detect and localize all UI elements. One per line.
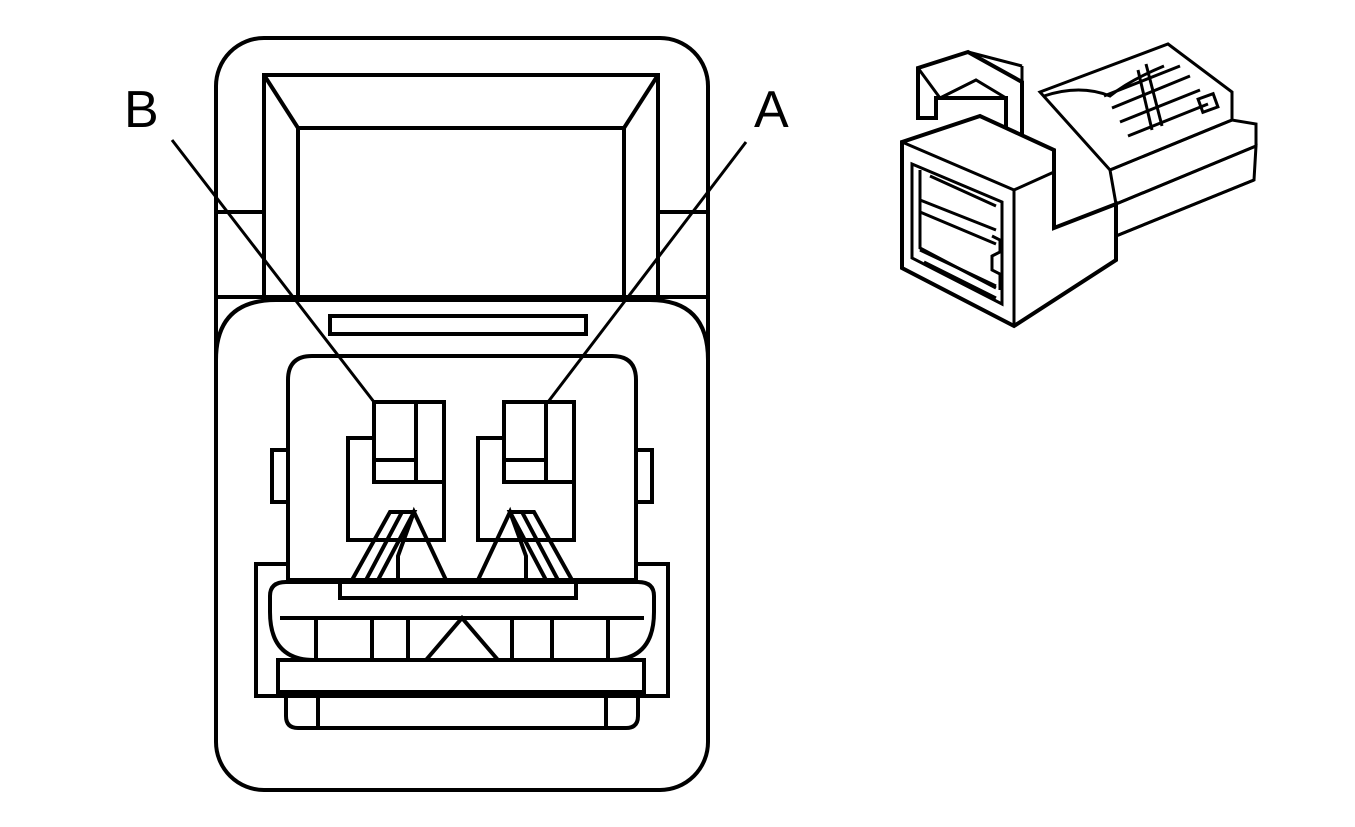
leader-line-a xyxy=(546,141,748,403)
lock-bar xyxy=(254,562,670,730)
polarizing-slot xyxy=(328,314,588,336)
terminal-a xyxy=(476,400,576,542)
connector-face-view: B A xyxy=(124,36,789,792)
terminal-lock-wedges xyxy=(348,506,576,582)
cavity-outline xyxy=(286,354,638,580)
right-notch xyxy=(636,448,654,504)
pin-label-a: A xyxy=(754,81,789,139)
latch-recess xyxy=(216,73,708,299)
connector-isometric-view xyxy=(900,42,1258,329)
housing-outline xyxy=(214,36,710,792)
terminal-b xyxy=(346,400,446,542)
inner-body-top xyxy=(214,298,710,361)
pin-label-b: B xyxy=(124,81,159,139)
leader-line-b xyxy=(170,139,376,403)
left-notch xyxy=(270,448,288,504)
